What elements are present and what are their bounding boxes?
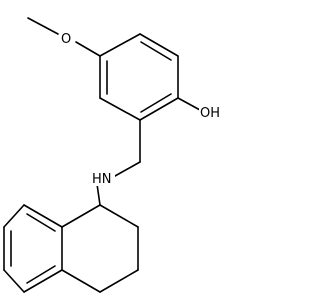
arom-bond-1 <box>23 269 63 293</box>
aromatic-ring <box>3 204 63 293</box>
ring-bond-c1-c2 <box>99 33 141 57</box>
methyl-o-bond <box>27 17 59 35</box>
methoxy-oxygen-label: O <box>61 32 71 47</box>
sat-bond-3 <box>99 269 139 293</box>
phenol-ring <box>99 33 179 121</box>
arom-bond-5 <box>23 204 63 228</box>
sat-bond-4 <box>61 269 101 293</box>
ring-bond-c2-c3 <box>139 33 179 57</box>
sat-bond-1 <box>99 204 139 228</box>
hydroxyl-label: OH <box>200 106 220 121</box>
ring-double-bond-inner-2 <box>140 93 172 113</box>
sat-bond-6 <box>61 204 101 228</box>
o-aryl-bond <box>75 41 101 57</box>
ch2-nh-bond <box>114 161 141 177</box>
amine-bg <box>91 170 115 186</box>
hydroxyl-bond <box>177 97 201 111</box>
aminomethyl-linker <box>96 119 141 206</box>
saturated-ring <box>61 204 139 293</box>
arom-double-3 <box>26 213 56 232</box>
ring-bond-c5-c6 <box>99 97 141 121</box>
methoxy-group <box>27 17 101 57</box>
arom-double-1 <box>26 265 56 284</box>
arom-bond-4 <box>3 204 25 228</box>
amine-label: HN <box>92 172 112 187</box>
arom-bond-2 <box>3 269 25 293</box>
methoxy-o-bg <box>60 30 74 46</box>
ring-bond-c4-c5 <box>139 97 179 121</box>
ring-double-bond-inner-1 <box>140 41 172 61</box>
nh-ch-bond <box>96 183 101 206</box>
chemical-structure-diagram: O OH HN <box>3 17 225 293</box>
hydroxyl-bg <box>199 104 225 120</box>
